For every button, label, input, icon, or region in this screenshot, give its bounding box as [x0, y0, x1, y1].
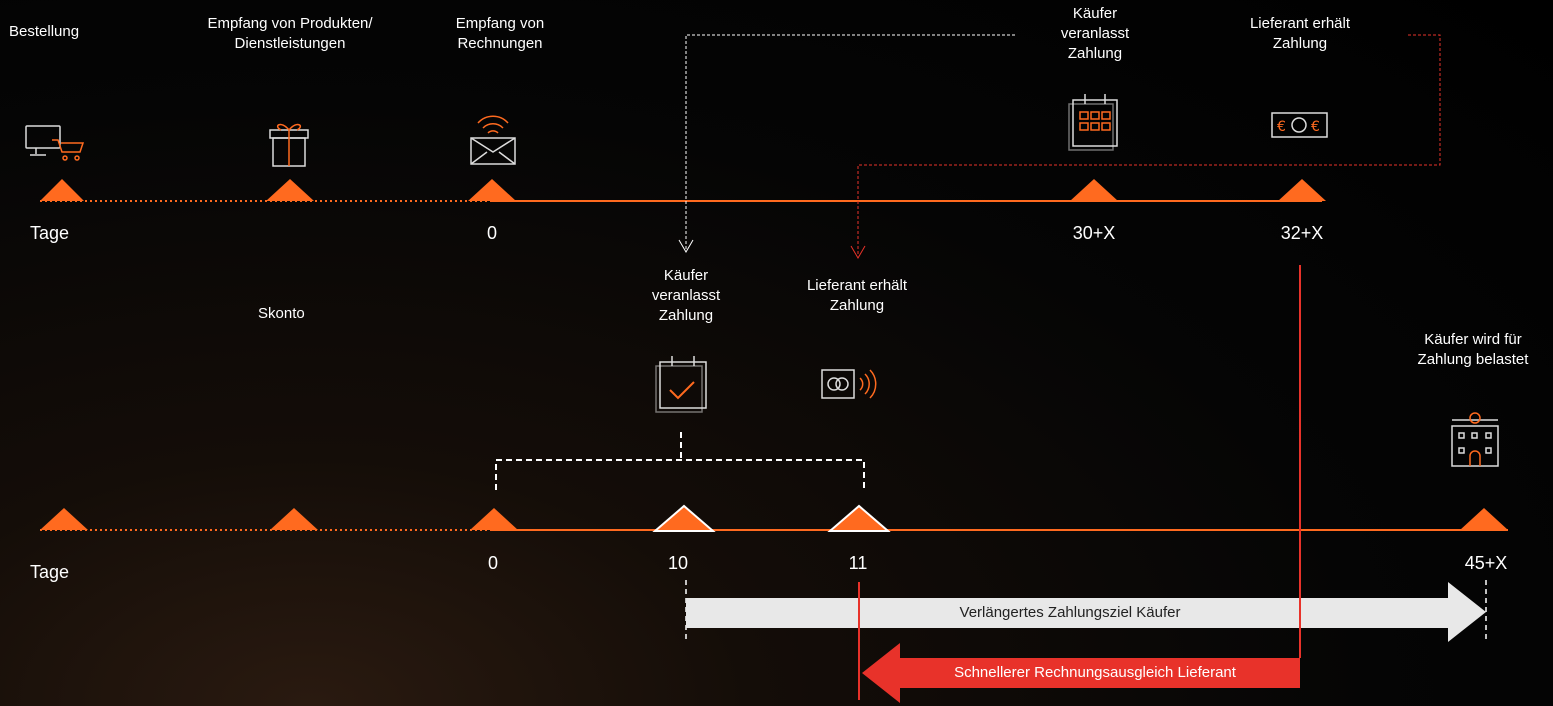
gift-icon: [269, 123, 309, 167]
connector-supplier-payment: [857, 34, 1441, 255]
top-event-label-empfang-rechnungen: Empfang von Rechnungen: [455, 15, 545, 52]
bottom-marker-end: [1460, 508, 1508, 530]
connector-buyer-payment: [685, 34, 1015, 250]
computer-cart-icon: [25, 125, 85, 161]
bank-building-icon: [1451, 412, 1499, 467]
top-marker-4: [1070, 179, 1118, 201]
email-wireless-icon: [470, 115, 516, 165]
bottom-event-label-lieferant-zahlung: Lieferant erhält Zahlung: [806, 277, 908, 314]
bottom-event-label-kaeufer-zahlung: Käufer veranlasst Zahlung: [651, 267, 721, 324]
faster-settlement-label: Schnellerer Rechnungsausgleich Lieferant: [954, 664, 1236, 681]
bottom-marker-2: [270, 508, 318, 530]
svg-text:€: €: [1277, 119, 1286, 135]
top-marker-1: [40, 179, 84, 201]
top-tick-30x: 30+X: [1072, 223, 1116, 243]
bottom-tick-11: 11: [848, 553, 868, 573]
bottom-marker-10: [652, 504, 716, 532]
calendar-check-icon: [655, 356, 707, 413]
top-marker-3: [468, 179, 516, 201]
bottom-axis-start-label: Tage: [30, 562, 70, 582]
bottom-tick-10: 10: [667, 553, 689, 573]
top-event-label-lieferant-zahlung: Lieferant erhält Zahlung: [1249, 15, 1351, 52]
top-marker-5: [1278, 179, 1326, 201]
bottom-marker-11: [827, 504, 891, 532]
top-axis-start-label: Tage: [30, 223, 70, 243]
calendar-icon: [1068, 94, 1118, 151]
bottom-event-label-kaeufer-belastet: Käufer wird für Zahlung belastet: [1417, 331, 1529, 368]
extended-term-label: Verlängertes Zahlungsziel Käufer: [959, 604, 1181, 621]
bottom-marker-3: [470, 508, 518, 530]
connector-supplier-arrowhead: [850, 245, 866, 259]
extended-term-arrow: [686, 582, 1486, 642]
bottom-tick-45x: 45+X: [1464, 553, 1508, 573]
connector-buyer-arrowhead: [678, 239, 694, 253]
svg-text:€: €: [1311, 119, 1320, 135]
top-event-label-empfang-produkte: Empfang von Produkten/ Dienstleistungen: [207, 15, 373, 52]
skonto-label: Skonto: [258, 305, 305, 322]
bottom-marker-1: [40, 508, 88, 530]
top-marker-2: [266, 179, 314, 201]
top-event-label-bestellung: Bestellung: [9, 23, 80, 40]
contactless-card-icon: [821, 369, 877, 399]
faster-settlement-arrow: [862, 643, 1300, 703]
skonto-bracket: [495, 432, 865, 490]
banknote-icon: € €: [1271, 112, 1328, 138]
top-event-label-kaeufer-zahlung: Käufer veranlasst Zahlung: [1060, 5, 1130, 62]
bottom-tick-0: 0: [487, 553, 498, 573]
bottom-timeline: [40, 504, 1508, 532]
top-timeline: [40, 179, 1326, 202]
top-tick-32x: 32+X: [1280, 223, 1324, 243]
top-tick-0: 0: [486, 223, 497, 243]
